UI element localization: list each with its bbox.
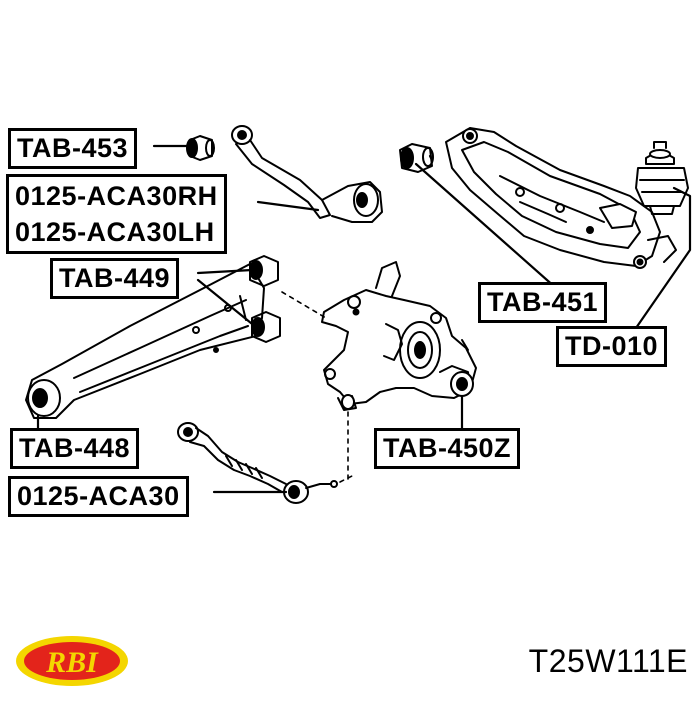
lower-control-arm xyxy=(25,263,265,419)
leader-lines xyxy=(36,144,692,494)
callout-td010: TD-010 xyxy=(556,326,668,367)
strut-mount-td010 xyxy=(635,141,689,215)
callout-tab453: TAB-453 xyxy=(8,128,138,169)
callout-tab453-text: TAB-453 xyxy=(17,133,129,163)
callout-aca30: 0125-ACA30 xyxy=(8,476,189,517)
logo-inner-ellipse xyxy=(24,642,120,680)
callout-tab451-text: TAB-451 xyxy=(487,287,599,317)
part-number: T25W111E xyxy=(528,643,688,679)
rbi-logo: RBI xyxy=(16,636,128,686)
callout-tab450z: TAB-450Z xyxy=(374,428,521,469)
trailing-arm-upper-right xyxy=(445,127,677,269)
upper-control-arm xyxy=(231,125,383,223)
callout-aca30lh-text: 0125-ACA30LH xyxy=(15,217,215,247)
callout-td010-text: TD-010 xyxy=(565,331,659,361)
callout-tab450z-text: TAB-450Z xyxy=(383,433,512,463)
knuckle-tab450z xyxy=(321,261,477,411)
callout-tab448-text: TAB-448 xyxy=(19,433,131,463)
callout-tab449: TAB-449 xyxy=(50,258,180,299)
assembly-dashes xyxy=(281,291,353,485)
callout-aca30-text: 0125-ACA30 xyxy=(17,481,180,511)
callout-tab451: TAB-451 xyxy=(478,282,608,323)
bushing-tab453 xyxy=(186,135,215,161)
callout-aca30-rh-lh: 0125-ACA30RH 0125-ACA30LH xyxy=(6,174,227,254)
toe-control-rod xyxy=(177,422,338,504)
callout-tab448: TAB-448 xyxy=(10,428,140,469)
logo-text: RBI xyxy=(45,646,99,679)
bushing-tab451 xyxy=(399,143,434,173)
bushing-tab449 xyxy=(249,255,281,343)
callout-aca30rh-text: 0125-ACA30RH xyxy=(15,181,218,211)
callout-tab449-text: TAB-449 xyxy=(59,263,171,293)
